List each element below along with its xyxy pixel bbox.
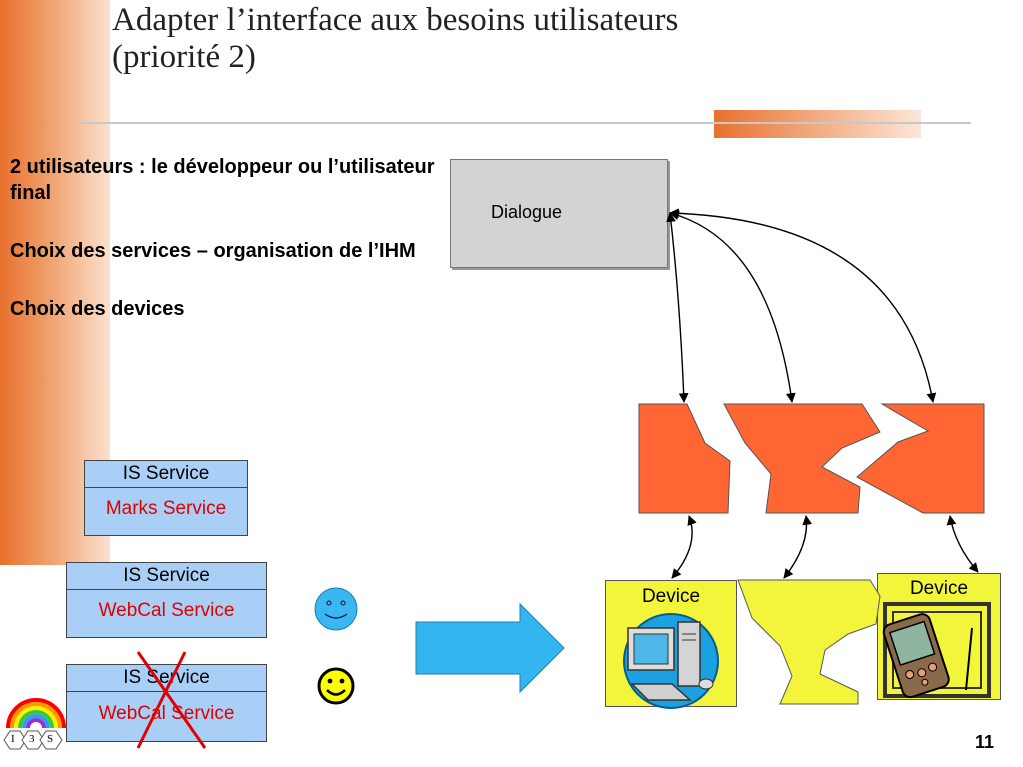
- connector-piece2-device: [783, 515, 813, 579]
- slide-title-line2: (priorité 2): [112, 39, 256, 75]
- ui-piece-2: [723, 403, 881, 514]
- smiley-yellow-icon: [317, 667, 355, 705]
- service-card-marks: IS Service Marks Service: [84, 460, 248, 536]
- title-divider: [78, 122, 971, 124]
- connector-dialog-piece1: [666, 212, 689, 403]
- ui-piece-1: [638, 403, 731, 514]
- bullet-list: 2 utilisateurs : le développeur ou l’uti…: [10, 154, 435, 354]
- slide-title: Adapter l’interface aux besoins utilisat…: [112, 2, 1012, 76]
- logo-letter-s: S: [47, 733, 54, 745]
- dialog-label: Dialogue: [491, 202, 563, 222]
- connector-dialog-piece3: [669, 208, 937, 403]
- smiley-blue-icon: [314, 587, 358, 631]
- device-label: Device: [909, 578, 969, 599]
- connector-piece1-device: [671, 515, 697, 579]
- ui-piece-3: [856, 403, 985, 514]
- service-name: WebCal Service: [98, 600, 235, 621]
- slide-title-line1: Adapter l’interface aux besoins utilisat…: [112, 2, 679, 38]
- service-header: IS Service: [67, 563, 266, 590]
- page-number: 11: [975, 732, 995, 752]
- title-accent-bar: [714, 110, 921, 138]
- service-card-webcal-crossed: IS Service WebCal Service: [66, 664, 267, 742]
- service-card-webcal: IS Service WebCal Service: [66, 562, 267, 638]
- device-label: Device: [641, 586, 701, 607]
- connector-piece3-device: [946, 515, 979, 573]
- device-piece-middle: [737, 579, 881, 705]
- transform-arrow: [415, 602, 565, 694]
- pda-icon: [882, 602, 991, 699]
- connector-dialog-piece2: [669, 210, 796, 403]
- i3s-logo: [3, 698, 66, 750]
- bullet-services: Choix des services – organisation de l’I…: [10, 240, 416, 262]
- service-header: IS Service: [85, 461, 247, 488]
- cross-out-icon: [136, 651, 207, 749]
- logo-letter-3: 3: [29, 733, 35, 745]
- logo-letter-i: I: [11, 733, 15, 745]
- bullet-users: 2 utilisateurs : le développeur ou l’uti…: [10, 156, 435, 204]
- desktop-computer-icon: [623, 613, 719, 709]
- bullet-devices: Choix des devices: [10, 298, 185, 320]
- service-name: Marks Service: [105, 498, 227, 519]
- service-name: WebCal Service: [98, 703, 235, 724]
- dialog-box: Dialogue: [450, 159, 668, 268]
